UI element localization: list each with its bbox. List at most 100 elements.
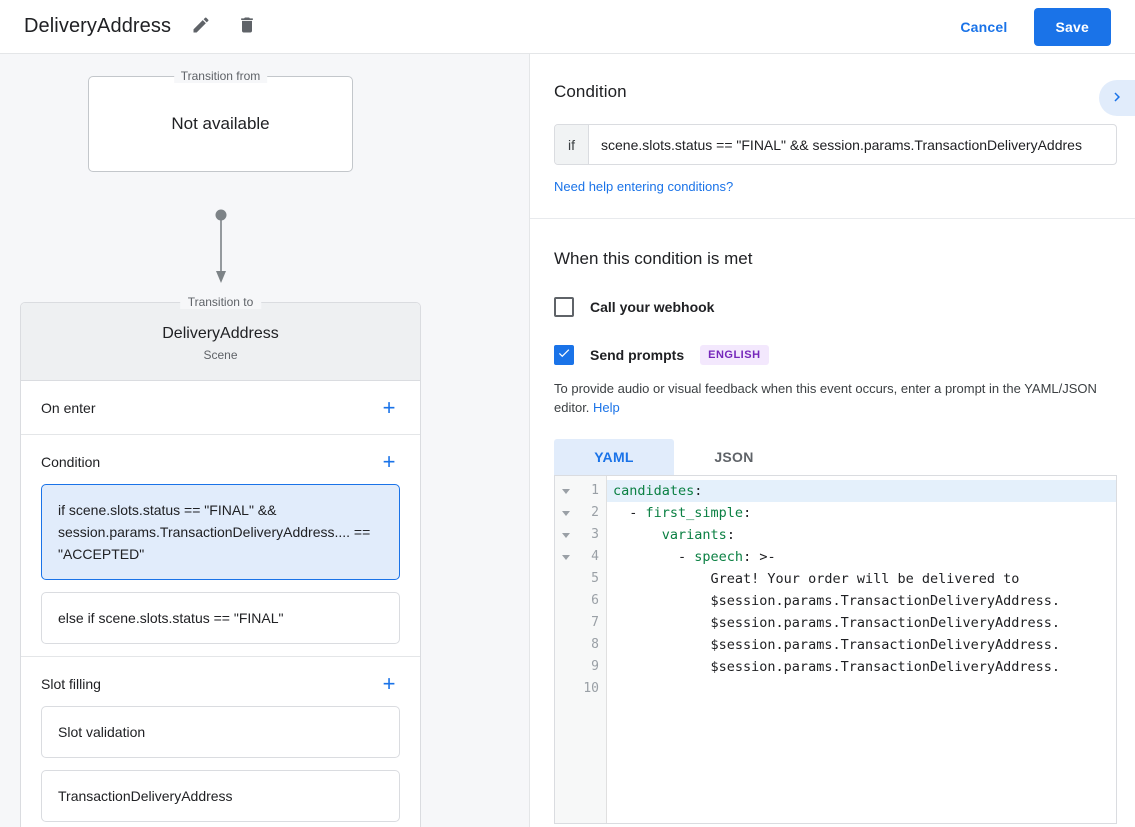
condition-heading: Condition [554, 82, 627, 101]
code-line[interactable]: $session.params.TransactionDeliveryAddre… [607, 656, 1116, 678]
code-line[interactable]: $session.params.TransactionDeliveryAddre… [607, 612, 1116, 634]
webhook-row: Call your webhook [554, 297, 1135, 317]
slot-item-transaction-delivery-address[interactable]: TransactionDeliveryAddress [41, 770, 400, 822]
save-button[interactable]: Save [1033, 7, 1111, 46]
code-token: : [743, 505, 752, 521]
send-prompts-checkbox[interactable] [554, 345, 574, 365]
line-number: 10 [583, 681, 599, 696]
code-line[interactable]: variants: [607, 524, 1116, 546]
language-badge: ENGLISH [700, 345, 769, 365]
slot-validation-item[interactable]: Slot validation [41, 706, 400, 758]
fold-toggle-icon[interactable] [555, 546, 577, 568]
section-slot-filling-title: Slot filling [41, 675, 101, 692]
section-condition-header: Condition + [21, 435, 420, 488]
fold-spacer [555, 634, 577, 656]
code-line[interactable]: $session.params.TransactionDeliveryAddre… [607, 634, 1116, 656]
transition-from-legend: Transition from [173, 69, 268, 83]
section-on-enter-header: On enter + [21, 381, 420, 434]
fold-spacer [555, 678, 577, 700]
code-token: : [694, 483, 703, 499]
right-panel: Condition if Need help entering conditio… [530, 54, 1135, 827]
code-token: - [613, 549, 695, 565]
code-token: variants [661, 527, 727, 543]
transition-to-legend: Transition to [179, 295, 262, 309]
code-line[interactable]: candidates: [607, 480, 1116, 502]
code-line[interactable]: - speech: >- [607, 546, 1116, 568]
code-token: speech [694, 549, 744, 565]
send-prompts-label: Send prompts [590, 347, 685, 363]
tab-json[interactable]: JSON [714, 449, 754, 465]
condition-help-link[interactable]: Need help entering conditions? [554, 179, 734, 194]
add-on-enter-button[interactable]: + [376, 395, 402, 421]
tab-yaml[interactable]: YAML [554, 439, 674, 475]
chevron-right-icon [1108, 88, 1126, 109]
section-slot-filling-header: Slot filling + [21, 657, 420, 710]
expand-panel-button[interactable] [1099, 80, 1135, 116]
editor-format-tabs: YAML JSON [554, 439, 1135, 475]
line-number: 2 [591, 505, 599, 520]
fold-spacer [555, 612, 577, 634]
transition-from-value: Not available [171, 114, 270, 133]
code-token [613, 527, 662, 543]
add-slot-filling-button[interactable]: + [376, 671, 402, 697]
condition-expression-input[interactable] [589, 125, 1116, 164]
section-slot-filling: Slot filling + Slot validation Transacti… [21, 657, 420, 827]
prompts-description: To provide audio or visual feedback when… [554, 379, 1115, 417]
transition-from-box: Transition from Not available [88, 69, 353, 172]
delete-button[interactable] [231, 11, 263, 43]
code-token: $session.params.TransactionDeliveryAddre… [613, 593, 1061, 609]
add-condition-button[interactable]: + [376, 449, 402, 475]
body-wrapper: Transition from Not available Transition… [0, 54, 1135, 827]
code-token: $session.params.TransactionDeliveryAddre… [613, 659, 1061, 675]
code-token: Great! Your order will be delivered to [613, 571, 1020, 587]
condition-if-prefix: if [555, 125, 589, 164]
fold-spacer [555, 568, 577, 590]
fold-toggle-icon[interactable] [555, 480, 577, 502]
editor-fold-column [555, 476, 577, 823]
section-on-enter: On enter + [21, 381, 420, 435]
line-number: 7 [591, 615, 599, 630]
cancel-button[interactable]: Cancel [948, 11, 1019, 43]
transition-to-subtitle: Scene [203, 348, 238, 362]
call-webhook-checkbox[interactable] [554, 297, 574, 317]
fold-toggle-icon[interactable] [555, 502, 577, 524]
section-condition: Condition + if scene.slots.status == "FI… [21, 435, 420, 657]
section-condition-title: Condition [41, 453, 101, 470]
when-condition-met-section: When this condition is met Call your web… [530, 219, 1135, 824]
code-line[interactable]: Great! Your order will be delivered to [607, 568, 1116, 590]
flow-connector-arrow [213, 209, 229, 289]
checkmark-icon [557, 346, 571, 365]
condition-input-row: if [554, 124, 1117, 165]
send-prompts-row: Send prompts ENGLISH [554, 345, 1135, 365]
code-token: first_simple [645, 505, 744, 521]
condition-detail-section: Condition if Need help entering conditio… [530, 54, 1135, 219]
page-title: DeliveryAddress [24, 15, 172, 37]
code-token: $session.params.TransactionDeliveryAddre… [613, 637, 1061, 653]
fold-spacer [555, 656, 577, 678]
code-line[interactable]: - first_simple: [607, 502, 1116, 524]
trash-icon [237, 15, 257, 38]
line-number: 4 [591, 549, 599, 564]
editor-code-area[interactable]: candidates: - first_simple: variants: - … [607, 476, 1116, 823]
code-line[interactable] [607, 678, 1116, 700]
fold-spacer [555, 590, 577, 612]
transition-to-box: Transition to DeliveryAddress Scene [21, 295, 420, 381]
fold-toggle-icon[interactable] [555, 524, 577, 546]
scene-config-card: Transition to DeliveryAddress Scene On e… [20, 295, 421, 827]
app-header: DeliveryAddress Cancel Save [0, 0, 1135, 54]
line-number: 3 [591, 527, 599, 542]
prompts-help-link[interactable]: Help [593, 400, 620, 415]
line-number: 9 [591, 659, 599, 674]
line-number: 5 [591, 571, 599, 586]
code-token: : [726, 527, 735, 543]
line-number: 8 [591, 637, 599, 652]
code-line[interactable]: $session.params.TransactionDeliveryAddre… [607, 590, 1116, 612]
condition-item[interactable]: else if scene.slots.status == "FINAL" [41, 592, 400, 644]
left-panel: Transition from Not available Transition… [0, 54, 530, 827]
edit-title-button[interactable] [185, 11, 217, 43]
code-token: $session.params.TransactionDeliveryAddre… [613, 615, 1061, 631]
code-token: : >- [743, 549, 776, 565]
condition-item-selected[interactable]: if scene.slots.status == "FINAL" && sess… [41, 484, 400, 580]
